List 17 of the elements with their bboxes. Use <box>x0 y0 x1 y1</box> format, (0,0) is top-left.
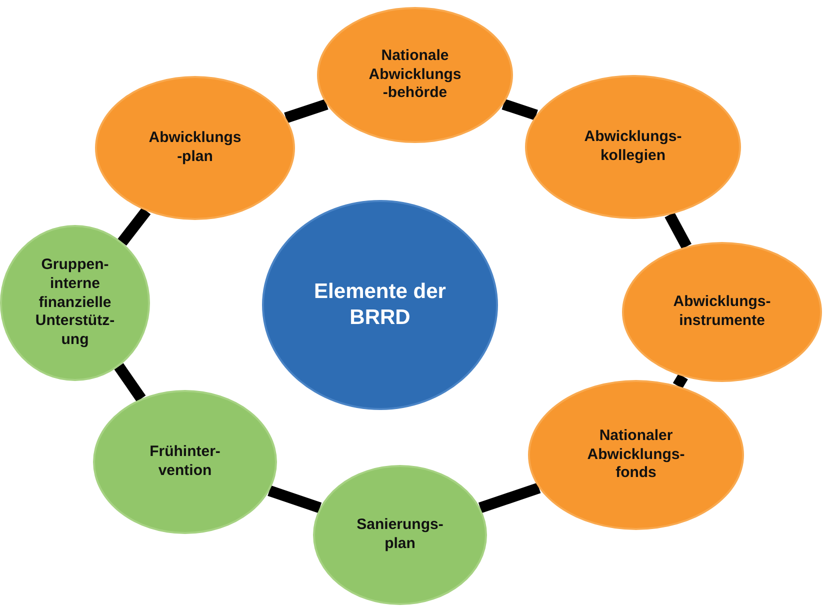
connector-line <box>114 363 146 402</box>
element-label: Sanierungs- plan <box>356 516 444 554</box>
element-label: Abwicklungs -plan <box>148 129 242 167</box>
element-label: Abwicklungs- kollegien <box>584 128 682 166</box>
connector-line <box>672 374 688 389</box>
connector-line <box>284 99 328 124</box>
element-label: Gruppen- interne finanzielle Unterstütz- ung <box>35 256 115 350</box>
connector-line <box>118 208 151 246</box>
connector-line <box>478 482 541 514</box>
connector-line <box>664 212 692 250</box>
connector-line <box>502 99 538 120</box>
element-label: Abwicklungs- instrumente <box>673 293 771 331</box>
connector-line <box>268 485 322 513</box>
element-label: Nationaler Abwicklungs- fonds <box>587 426 685 484</box>
element-label: Nationale Abwicklungs -behörde <box>368 46 462 104</box>
element-label: Elemente der BRRD <box>313 278 447 331</box>
element-label: Frühinter- vention <box>150 443 220 481</box>
